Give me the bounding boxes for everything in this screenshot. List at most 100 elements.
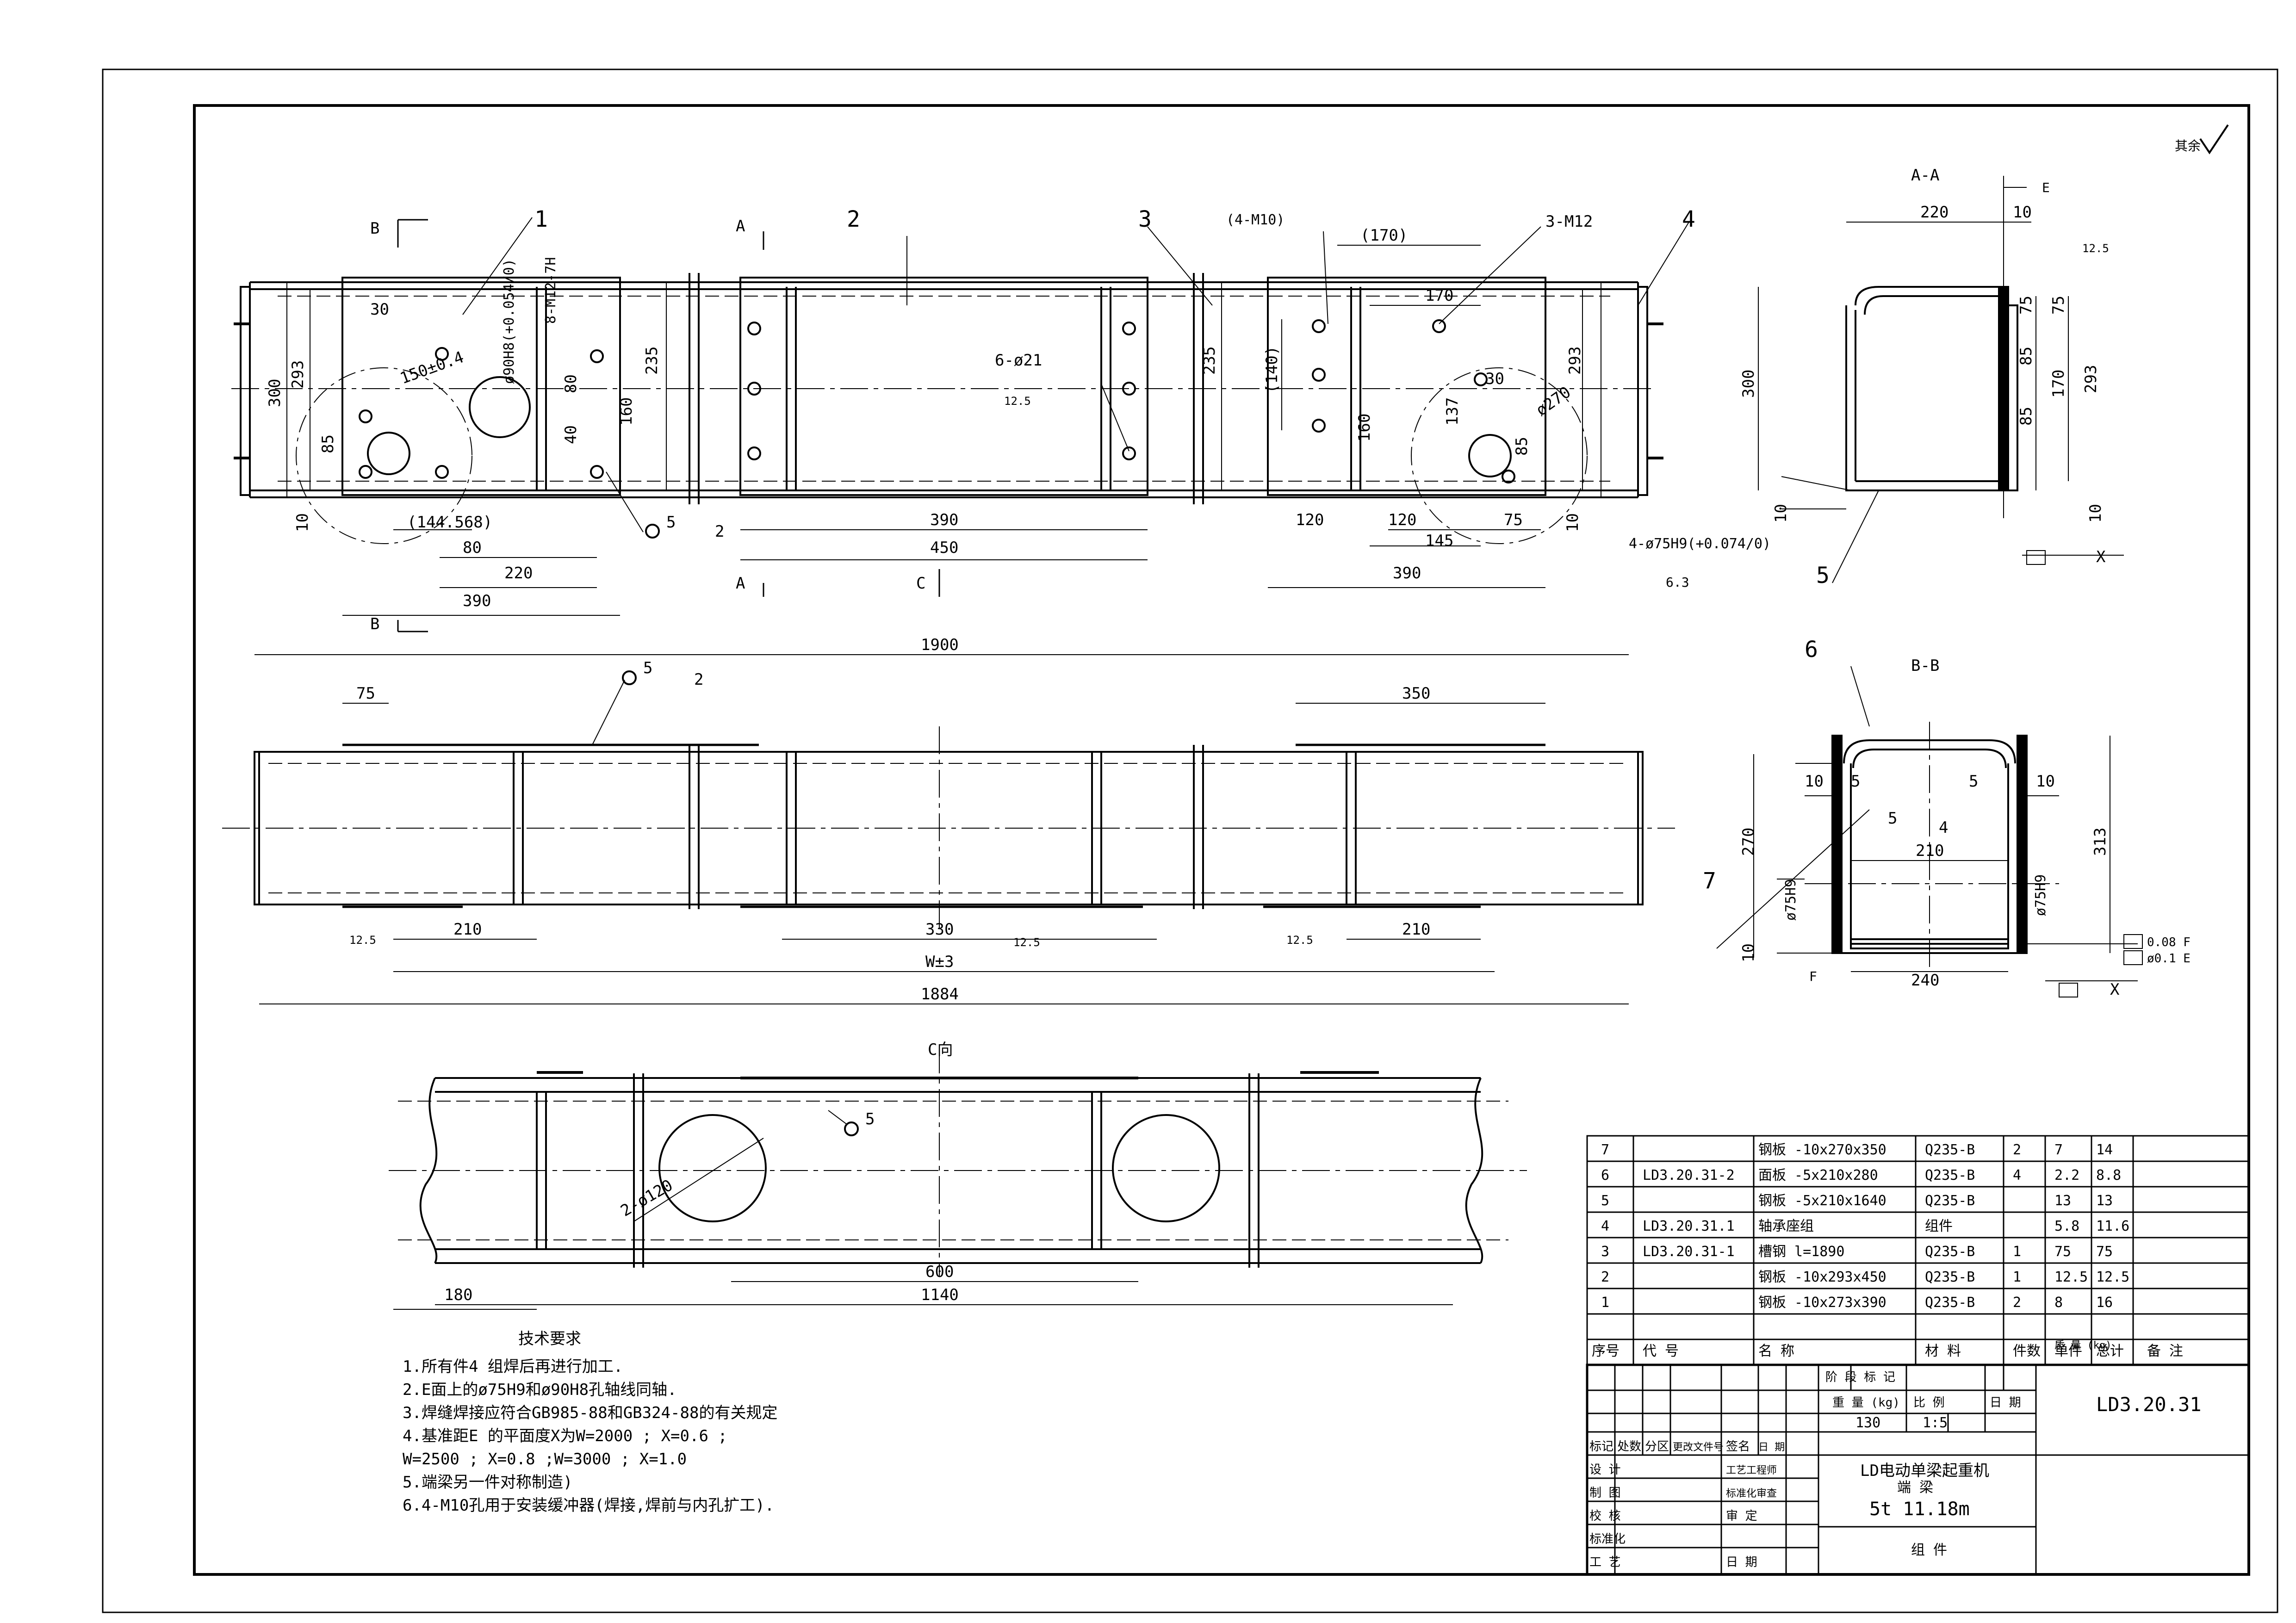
dim-390-c: 390 bbox=[1393, 564, 1421, 582]
section-a-a-labels: A-A E 220 10 300 75 85 85 75 170 293 10 … bbox=[1739, 166, 2109, 588]
balloon-7: 7 bbox=[1703, 868, 1716, 894]
section-mark-c: C bbox=[916, 574, 925, 593]
bom-cell: 轴承座组 bbox=[1758, 1218, 1814, 1234]
c-view-labels: C向 2-ø120 600 1140 180 5 bbox=[444, 1041, 959, 1304]
bom-header-cell: 名 称 bbox=[1758, 1343, 1794, 1359]
bom-cell: 13 bbox=[2096, 1193, 2113, 1209]
dim-roughness-6-3: 6.3 bbox=[1666, 575, 1689, 590]
weld-bb-4: 4 bbox=[1939, 818, 1948, 837]
dim-600: 600 bbox=[925, 1263, 954, 1281]
dim-aa-10-left: 10 bbox=[1772, 504, 1790, 523]
weld-side-5: 5 bbox=[643, 659, 652, 677]
dim-aa-293: 293 bbox=[2082, 365, 2100, 393]
tb-stage: 阶 段 标 记 bbox=[1825, 1370, 1895, 1384]
tb-spec: 5t 11.18m bbox=[1869, 1499, 1970, 1520]
bom-cell: LD3.20.31.1 bbox=[1643, 1218, 1735, 1234]
dim-aa-75-b: 75 bbox=[2049, 296, 2068, 315]
tb-draw: 制 图 bbox=[1589, 1486, 1621, 1500]
note-2: 2.E面上的ø75H9和ø90H8孔轴线同轴. bbox=[403, 1381, 677, 1399]
dim-144568: (144.568) bbox=[407, 513, 492, 532]
dim-120-a: 120 bbox=[1296, 511, 1324, 529]
bom-header-cell: 总计 bbox=[2096, 1343, 2124, 1359]
bom-cell: 钢板 -5x210x1640 bbox=[1758, 1193, 1886, 1209]
bom-cell: 5.8 bbox=[2054, 1218, 2079, 1234]
roughness-side-b: 12.5 bbox=[1013, 936, 1040, 949]
dim-bb-10-c: 10 bbox=[1739, 943, 1758, 962]
dim-bb-240: 240 bbox=[1911, 971, 1939, 990]
dim-180: 180 bbox=[444, 1286, 472, 1304]
dim-4phi75h9: 4-ø75H9(+0.074/0) bbox=[1629, 536, 1771, 552]
bom-cell: LD3.20.31-1 bbox=[1643, 1244, 1735, 1260]
bom-cell: 组件 bbox=[1925, 1218, 1953, 1234]
dim-1900: 1900 bbox=[921, 636, 959, 654]
dim-330: 330 bbox=[925, 920, 954, 939]
bom-cell: 16 bbox=[2096, 1295, 2113, 1311]
tb-scale: 1:5 bbox=[1923, 1415, 1948, 1431]
dim-4m10: (4-M10) bbox=[1226, 212, 1285, 228]
tol-frame-1: 0.08 F bbox=[2147, 935, 2191, 949]
tb-mark: 标记 bbox=[1589, 1440, 1613, 1454]
bom-cell: 1 bbox=[2013, 1244, 2021, 1260]
tb-part-name: 端 梁 bbox=[1897, 1480, 1933, 1496]
dim-aa-85-a: 85 bbox=[2017, 347, 2035, 365]
weld-side-2: 2 bbox=[694, 670, 703, 689]
section-b-b-labels: B-B 6 7 10 5 5 10 270 313 210 ø75H9 ø75H… bbox=[1703, 637, 2191, 999]
section-mark-a-bottom: A bbox=[736, 574, 745, 593]
dim-10-b: 10 bbox=[1564, 513, 1582, 532]
tb-check: 校 核 bbox=[1589, 1509, 1621, 1523]
dim-6phi21: 6-ø21 bbox=[995, 351, 1042, 370]
bom-cell: 7 bbox=[1601, 1142, 1609, 1158]
side-view-labels: 1900 75 350 210 330 210 W±3 1884 12.5 12… bbox=[349, 636, 1430, 1004]
bom-cell: 1 bbox=[2013, 1269, 2021, 1285]
tol-frame-2: ø0.1 E bbox=[2147, 952, 2191, 966]
inner-frame bbox=[193, 104, 2250, 1576]
bom-cell: Q235-B bbox=[1925, 1142, 1975, 1158]
balloon-1: 1 bbox=[534, 206, 548, 232]
dim-145: 145 bbox=[1425, 532, 1453, 550]
bom-cell: Q235-B bbox=[1925, 1244, 1975, 1260]
dim-210-a: 210 bbox=[453, 920, 482, 939]
note-4a: 4.基准距E 的平面度X为W=2000 ; X=0.6 ; bbox=[403, 1427, 727, 1445]
dim-bb-313: 313 bbox=[2091, 828, 2110, 856]
balloon-4: 4 bbox=[1682, 206, 1695, 232]
tb-std: 标准化 bbox=[1589, 1532, 1626, 1546]
note-5: 5.端梁另一件对称制造) bbox=[403, 1473, 572, 1492]
dim-235-b: 235 bbox=[1200, 347, 1219, 375]
dim-137: 137 bbox=[1443, 397, 1462, 426]
tb-qty: 处数 bbox=[1617, 1440, 1641, 1454]
bom-cell: LD3.20.31-2 bbox=[1643, 1167, 1735, 1183]
dim-bb-phi75h9-b: ø75H9 bbox=[2033, 874, 2049, 916]
bom-cell: 钢板 -10x293x450 bbox=[1758, 1269, 1886, 1285]
dim-293-b: 293 bbox=[1566, 347, 1584, 375]
tb-approve: 日 期 bbox=[1726, 1555, 1757, 1569]
tb-zone: 分区 bbox=[1645, 1440, 1669, 1454]
dim-w-tol: W±3 bbox=[925, 953, 954, 971]
tb-sign: 签名 bbox=[1726, 1440, 1750, 1454]
bom-cell: 4 bbox=[2013, 1167, 2021, 1183]
bom-cell: 12.5 bbox=[2054, 1269, 2088, 1285]
notes-title: 技术要求 bbox=[518, 1330, 581, 1348]
bom-header-cell: 件数 bbox=[2013, 1343, 2041, 1359]
c-view-label: C向 bbox=[928, 1041, 953, 1059]
bom-weight-header: 质 量 (kg) bbox=[2054, 1340, 2111, 1351]
dim-bb-5-b: 5 bbox=[1969, 772, 1978, 791]
dim-aa-10-right: 10 bbox=[2086, 504, 2105, 523]
tb-review: 审 定 bbox=[1726, 1509, 1757, 1523]
dim-30-b: 30 bbox=[1485, 370, 1504, 388]
dim-bb-phi75h9-a: ø75H9 bbox=[1783, 879, 1799, 921]
bom-cell: 面板 -5x210x280 bbox=[1758, 1167, 1878, 1183]
weld-2: 2 bbox=[715, 522, 724, 541]
section-mark-b-top: B bbox=[370, 219, 379, 238]
dim-3m12: 3-M12 bbox=[1545, 212, 1593, 231]
dim-30: 30 bbox=[370, 300, 389, 319]
bom-cell: Q235-B bbox=[1925, 1295, 1975, 1311]
roughness-side-c: 12.5 bbox=[1286, 934, 1313, 947]
dim-40: 40 bbox=[562, 425, 580, 444]
dim-10: 10 bbox=[293, 513, 312, 532]
dim-210-b: 210 bbox=[1402, 920, 1430, 939]
datum-e-top: E bbox=[2042, 180, 2050, 195]
tb-weight-label: 重 量 (kg) bbox=[1832, 1396, 1900, 1410]
dim-390-b: 390 bbox=[930, 511, 958, 529]
dim-150: 150±0.4 bbox=[397, 348, 466, 388]
